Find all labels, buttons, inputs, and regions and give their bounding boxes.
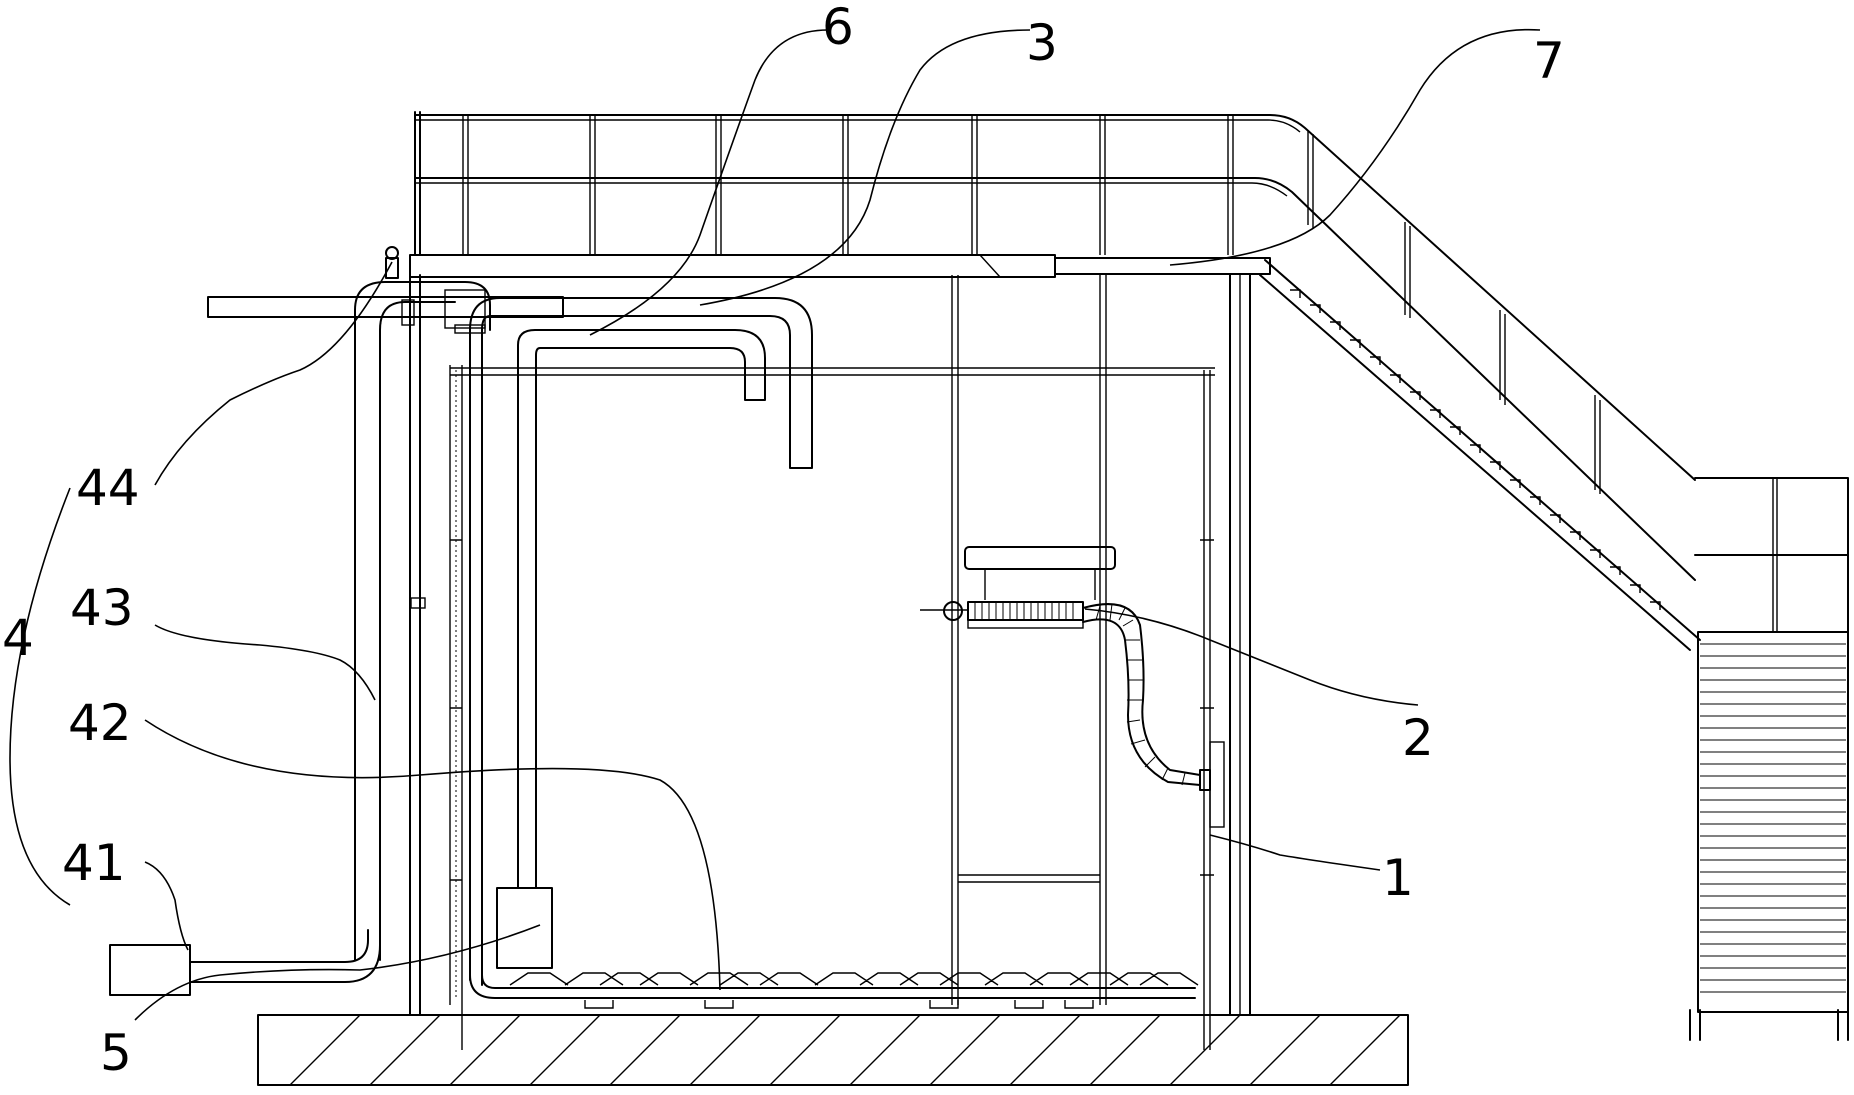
part-42-nozzle-pipe [469, 972, 1199, 1009]
leader-lines [9, 28, 1541, 1021]
label-3: 3 [1026, 14, 1058, 72]
main-frame [409, 274, 1251, 1016]
part-1-rod [1200, 370, 1214, 1050]
label-43: 43 [70, 579, 134, 637]
label-1: 1 [1382, 849, 1414, 907]
ground-base [257, 1014, 1409, 1086]
part-44-valve [207, 246, 564, 326]
staircase [1259, 259, 1849, 1041]
cable-strip [449, 365, 463, 1050]
label-42: 42 [68, 694, 132, 752]
label-4: 4 [2, 609, 34, 667]
part-6-duct [517, 329, 766, 889]
part-41-tank [109, 929, 381, 996]
part-2-spray-assembly [920, 546, 1225, 828]
part-3-duct [444, 289, 813, 986]
part-5-box [496, 887, 553, 969]
label-7: 7 [1533, 32, 1565, 90]
guardrail [414, 111, 1696, 581]
label-5: 5 [100, 1024, 132, 1082]
part-labels: 6 3 7 44 43 4 42 41 2 1 5 [2, 0, 1565, 1082]
label-44: 44 [76, 459, 140, 517]
label-2: 2 [1402, 709, 1434, 767]
platform [409, 254, 1271, 278]
label-41: 41 [62, 834, 126, 892]
label-6: 6 [822, 0, 854, 56]
